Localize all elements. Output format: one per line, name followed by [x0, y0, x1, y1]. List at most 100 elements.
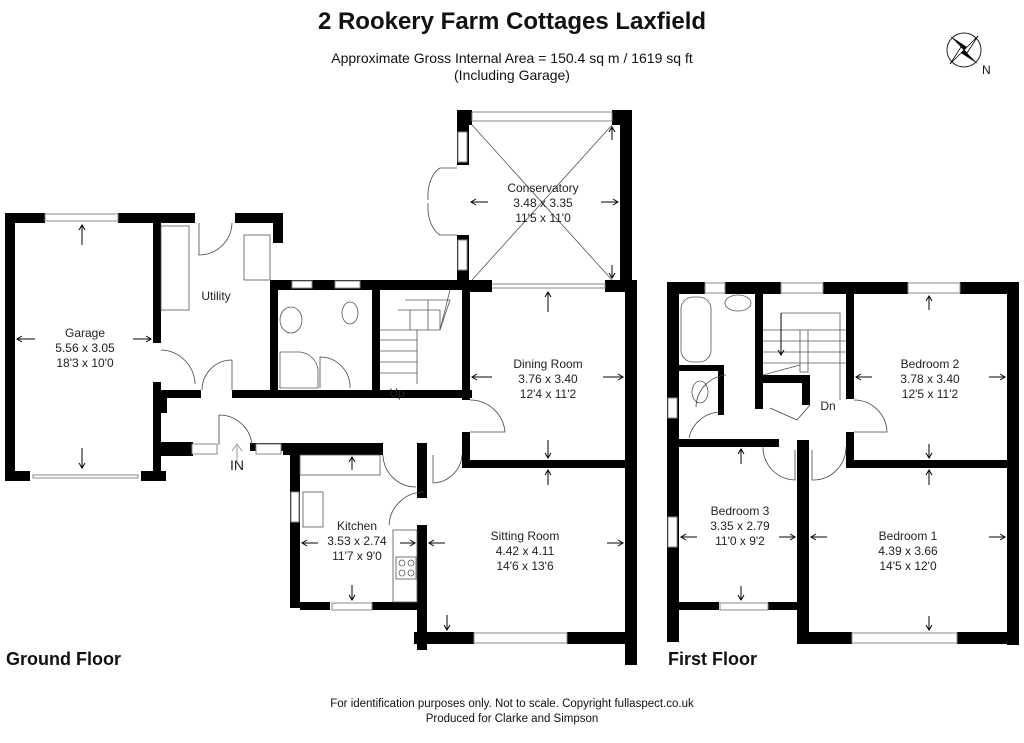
footer: For identification purposes only. Not to…: [0, 697, 1024, 727]
kitchen-walls: [290, 443, 427, 650]
hob-icon: [395, 556, 417, 580]
first-floor-plan: Dn Bedroom 2 3.78 x 3.40 12'5 x 11'2 Bed…: [667, 282, 1019, 645]
conservatory-window-left-2: [457, 239, 468, 271]
area-note: (Including Garage): [454, 67, 570, 83]
bedroom2-name: Bedroom 2: [901, 357, 960, 371]
dimension-arrows-first: [680, 295, 1006, 631]
garage-metric: 5.56 x 3.05: [55, 341, 115, 355]
garage-door[interactable]: [32, 474, 139, 479]
disclaimer: For identification purposes only. Not to…: [330, 698, 694, 710]
bedroom2-imperial: 12'5 x 11'2: [902, 387, 959, 401]
shower-room-window-2: [334, 280, 361, 289]
bathroom-window: [704, 282, 726, 294]
conservatory-sliding-door[interactable]: [489, 283, 606, 289]
entrance-arrow-icon: [231, 443, 243, 460]
dining-room-door[interactable]: [469, 399, 506, 433]
hall-window-right: [255, 443, 282, 455]
utility-worktop: [160, 225, 190, 311]
first-floor-label: First Floor: [668, 649, 757, 669]
sitting-room-hall-door[interactable]: [432, 454, 463, 484]
bedroom3-side-window: [667, 516, 678, 548]
wc-window: [667, 397, 678, 419]
conservatory-window-rear: [471, 111, 613, 122]
utility-name: Utility: [201, 289, 230, 303]
landing-window: [780, 282, 824, 294]
conservatory-roof-lines: [471, 124, 613, 281]
bedroom2-door[interactable]: [853, 399, 888, 433]
shower-room-window-1: [291, 280, 313, 289]
bedroom1-metric: 4.39 x 3.66: [878, 544, 938, 558]
basin-icon: [279, 306, 303, 334]
garage-internal-door[interactable]: [160, 349, 196, 385]
first-floor-stairs: [762, 312, 846, 400]
conservatory-name: Conservatory: [507, 181, 578, 195]
kitchen-hall-door[interactable]: [382, 454, 417, 488]
bedroom3-window: [719, 602, 769, 611]
kitchen-worktop-top: [299, 454, 381, 476]
bathroom-doors[interactable]: [688, 374, 727, 439]
sitting-room-window: [473, 632, 568, 644]
sitting-room-walls: [414, 632, 637, 644]
bedroom1-name: Bedroom 1: [879, 529, 938, 543]
utility-back-door[interactable]: [198, 222, 233, 256]
compass-rose-icon: [946, 32, 982, 68]
sitting-name: Sitting Room: [491, 529, 560, 543]
sitting-imperial: 14'6 x 13'6: [496, 559, 554, 573]
dining-room-walls: [462, 280, 637, 665]
bedroom3-metric: 3.35 x 2.79: [710, 519, 770, 533]
bedroom1-imperial: 14'5 x 12'0: [879, 559, 937, 573]
bedroom3-name: Bedroom 3: [711, 504, 770, 518]
conservatory-metric: 3.48 x 3.35: [513, 196, 573, 210]
conservatory-window-left-1: [457, 131, 468, 163]
front-door[interactable]: [218, 414, 253, 446]
shower-room-walls: [270, 280, 490, 390]
kitchen-window-front: [331, 602, 373, 611]
bedroom2-metric: 3.78 x 3.40: [900, 372, 960, 386]
kitchen-name: Kitchen: [337, 519, 377, 533]
bedroom1-window: [851, 632, 958, 644]
kitchen-sink-icon: [302, 491, 324, 528]
hall-window-left: [191, 443, 218, 455]
north-label: N: [982, 63, 991, 77]
area-summary: Approximate Gross Internal Area = 150.4 …: [0, 50, 1024, 84]
kitchen-counter: [392, 529, 418, 603]
plan-title: 2 Rookery Farm Cottages Laxfield: [317, 8, 707, 35]
bedroom3-door[interactable]: [762, 446, 796, 481]
toilet-icon: [341, 301, 359, 325]
bedroom3-imperial: 11'0 x 9'2: [715, 534, 765, 548]
kitchen-window-side: [290, 491, 300, 523]
conservatory-french-doors[interactable]: [427, 167, 457, 236]
shower-icon: [279, 351, 319, 389]
ground-stairs: Up: [380, 289, 451, 400]
bath-icon: [680, 296, 712, 363]
garage-imperial: 18'3 x 10'0: [56, 356, 114, 370]
kitchen-metric: 3.53 x 2.74: [327, 534, 387, 548]
entrance-label: IN: [230, 457, 244, 473]
ground-floor-plan: Up Conservatory 3.48 x 3.35 11'5 x 11'0: [5, 110, 637, 665]
sitting-metric: 4.42 x 4.11: [496, 544, 555, 558]
conservatory-imperial: 11'5 x 11'0: [515, 211, 571, 225]
dining-metric: 3.76 x 3.40: [518, 372, 578, 386]
produced-for: Produced for Clarke and Simpson: [425, 713, 599, 725]
garage-name: Garage: [65, 326, 105, 340]
stairs-down-label: Dn: [820, 399, 835, 413]
gross-area: Approximate Gross Internal Area = 150.4 …: [331, 50, 693, 66]
utility-sink-icon: [243, 234, 271, 281]
dining-name: Dining Room: [513, 357, 582, 371]
kitchen-sitting-door[interactable]: [388, 491, 425, 526]
bedroom2-window: [907, 282, 961, 294]
first-toilet-icon: [691, 380, 709, 404]
dining-imperial: 12'4 x 11'2: [520, 387, 577, 401]
ground-floor-label: Ground Floor: [6, 649, 121, 669]
utility-walls: [161, 213, 472, 398]
utility-hall-door[interactable]: [201, 359, 233, 391]
bedroom1-door[interactable]: [811, 446, 847, 481]
garage-rear-window: [44, 213, 119, 222]
garage-walls: [5, 213, 195, 481]
dimension-arrows-ground: [16, 126, 624, 631]
shower-room-door[interactable]: [319, 356, 351, 389]
kitchen-imperial: 11'7 x 9'0: [332, 549, 382, 563]
landing-cupboard-door[interactable]: [769, 404, 811, 421]
stairs-up-label: Up: [389, 386, 405, 400]
